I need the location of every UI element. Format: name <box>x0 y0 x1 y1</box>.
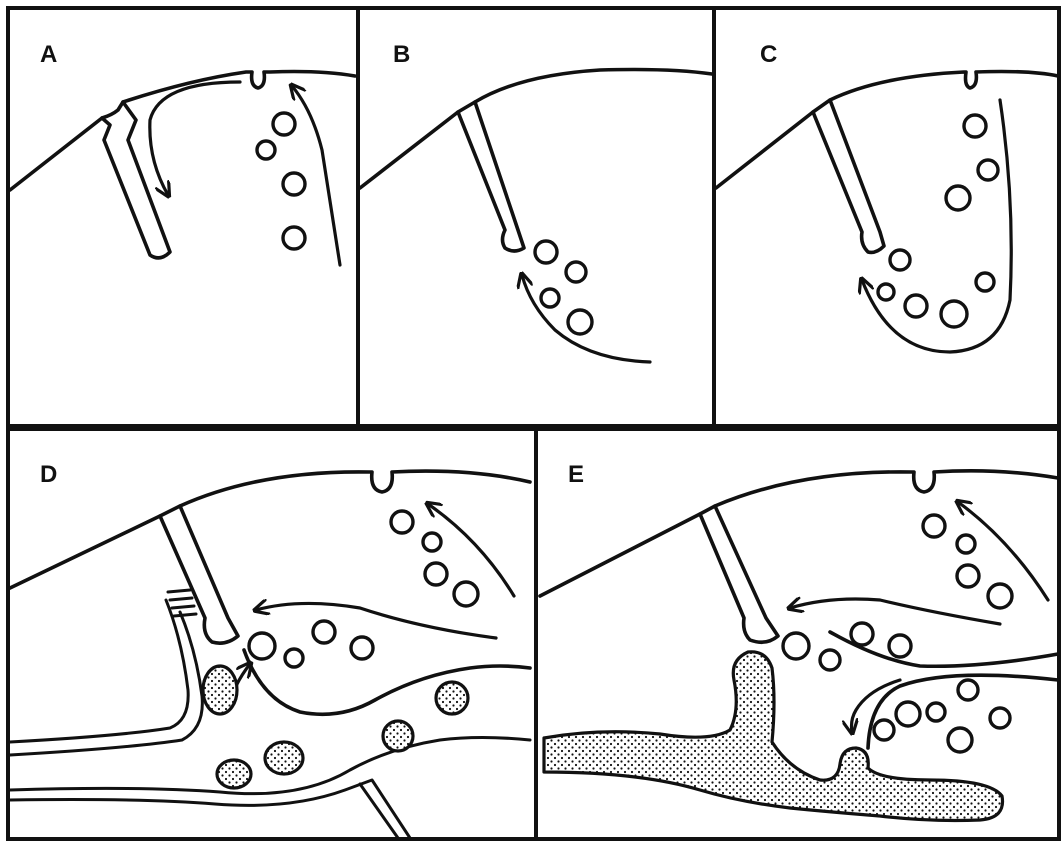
probe-c <box>813 100 884 252</box>
vesicle <box>283 227 305 249</box>
flow-arrow-d-small <box>236 664 250 686</box>
vesicle <box>976 273 994 291</box>
panel-c: C <box>716 41 1058 352</box>
vesicle <box>905 295 927 317</box>
panel-label-a: A <box>40 41 57 68</box>
panel-label-c: C <box>760 41 777 68</box>
fused-vesicle <box>203 666 237 714</box>
vesicle <box>978 160 998 180</box>
pit-outline-d <box>10 471 530 588</box>
vesicle <box>964 115 986 137</box>
panel-b: B <box>360 41 712 362</box>
probe-b <box>458 102 524 251</box>
vesicle <box>454 582 478 606</box>
flow-arrow-a-left <box>150 82 240 195</box>
membrane-d-upper <box>10 600 188 742</box>
flow-arrow-c <box>862 100 1011 352</box>
vesicle <box>948 728 972 752</box>
panel-e: E <box>540 461 1058 821</box>
membrane-d-upper-inner <box>10 612 202 755</box>
vesicle <box>257 141 275 159</box>
vesicle <box>283 173 305 195</box>
vesicle <box>566 262 586 282</box>
vesicle <box>351 637 373 659</box>
vesicle <box>285 649 303 667</box>
vesicle <box>273 113 295 135</box>
vesicle <box>851 623 873 645</box>
flow-arrow-d-mid <box>256 603 496 638</box>
vesicle <box>820 650 840 670</box>
vesicle <box>425 563 447 585</box>
vesicle <box>568 310 592 334</box>
vesicle <box>958 680 978 700</box>
vesicle <box>957 535 975 553</box>
vesicle <box>878 284 894 300</box>
panel-label-d: D <box>40 461 57 488</box>
fused-vesicle <box>265 742 303 774</box>
vesicle <box>889 635 911 657</box>
pit-outline-b <box>360 70 712 189</box>
probe-e <box>700 506 778 642</box>
fused-vesicle <box>436 682 468 714</box>
vesicle <box>783 633 809 659</box>
fused-vesicle <box>217 760 251 788</box>
vesicle <box>990 708 1010 728</box>
panel-frame-d <box>8 429 536 839</box>
vesicle <box>391 511 413 533</box>
vesicle <box>313 621 335 643</box>
vesicle <box>249 633 275 659</box>
panel-label-e: E <box>568 461 584 488</box>
vesicle <box>957 565 979 587</box>
striations-d <box>168 590 196 616</box>
vesicle <box>874 720 894 740</box>
flow-arrow-e-mid <box>790 599 1000 624</box>
vesicle <box>423 533 441 551</box>
panel-d: D <box>10 461 530 838</box>
vesicle <box>541 289 559 307</box>
vesicle <box>923 515 945 537</box>
vesicle <box>927 703 945 721</box>
vesicle <box>535 241 557 263</box>
vesicle <box>941 301 967 327</box>
vesicle <box>946 186 970 210</box>
panel-a: A <box>10 41 355 265</box>
vesicle <box>988 584 1012 608</box>
vesicle <box>890 250 910 270</box>
panel-label-b: B <box>393 41 410 68</box>
probe-d <box>160 506 238 643</box>
vesicle <box>896 702 920 726</box>
fused-vesicle <box>383 721 413 751</box>
